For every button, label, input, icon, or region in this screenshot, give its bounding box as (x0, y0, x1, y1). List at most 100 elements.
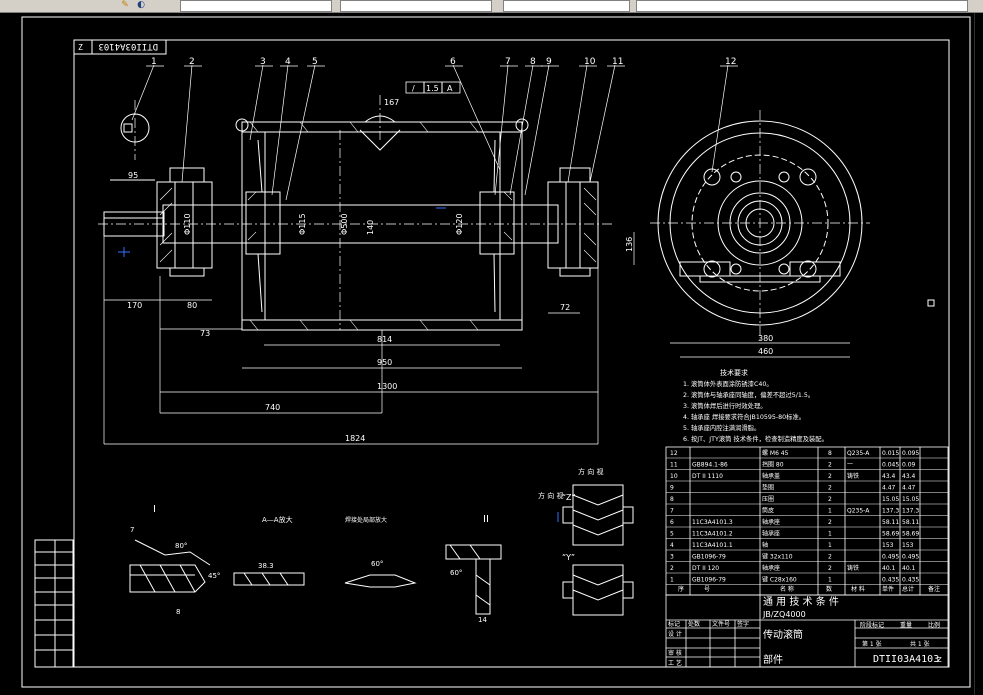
bom-cell: 挡圈 80 (762, 461, 784, 469)
bom-cell: GB1096-79 (692, 554, 726, 561)
tolerance-frame: / 1.5 A (405, 81, 461, 94)
bom-cell: 153 (902, 542, 914, 549)
bom-cell: 40.1 (882, 565, 896, 572)
toolbar-icon-a[interactable]: ✎ (121, 0, 129, 10)
balloon-11: 11 (612, 57, 623, 67)
toolbar-icon-b[interactable]: ◐ (137, 0, 145, 10)
grip-marker[interactable] (927, 299, 935, 307)
outer-frame (21, 16, 971, 688)
label-view-Y-title: 方 向 视 (538, 491, 563, 500)
bom-cell: 11C3A4101.2 (692, 531, 733, 538)
bom-cell: 垫圈 (762, 484, 774, 492)
bom-cell: Q235-A (847, 508, 870, 515)
label-weld: 焊接处局部放大 (345, 516, 387, 524)
dim-detail-60: 60° (371, 560, 383, 568)
dim-460: 460 (758, 347, 773, 356)
toolbar-dropdown-2[interactable] (340, 0, 492, 12)
toolbar-dropdown-1[interactable] (180, 0, 332, 12)
tb-col-mark: 标记 (668, 620, 680, 628)
dim-740: 740 (265, 403, 280, 412)
balloon-9: 9 (546, 57, 552, 67)
dim-detail-7: 7 (130, 526, 134, 534)
bom-cell: 58.11 (902, 519, 919, 526)
dim-detail-38: 38.3 (258, 562, 274, 570)
bom-cell: 11 (670, 462, 678, 469)
tb-col-sign: 签字 (737, 620, 749, 628)
toolbar-dropdown-4[interactable] (636, 0, 968, 12)
balloon-2: 2 (189, 57, 195, 67)
tb-stage-label: 阶段标记 (860, 621, 884, 629)
bom-cell: 轴承盖 (762, 472, 780, 480)
bom-cell: 4.47 (882, 485, 896, 492)
balloon-8: 8 (530, 57, 536, 67)
dim-110: Φ110 (183, 213, 192, 235)
stamp-corner: Z (78, 43, 83, 52)
bom-cell: 40.1 (902, 565, 916, 572)
label-view-Z-title: 方 向 视 (578, 467, 603, 476)
bom-h-unit: 单件 (882, 585, 894, 593)
bom-cell: 铸铁 (847, 564, 859, 572)
bom-h-seq: 序 (678, 585, 684, 593)
bom-h-qty: 数 (826, 585, 832, 593)
bom-h-no: 号 (704, 586, 710, 593)
tb-sheet: 第 1 张 (862, 640, 882, 648)
bom-cell: 1 (828, 542, 832, 549)
bom-cell: 11C3A4101.3 (692, 519, 733, 526)
shaft-keyed-end (103, 211, 165, 237)
keyway-section (110, 113, 155, 181)
dim-1824: 1824 (345, 434, 365, 443)
bom-cell: 螺 M6 45 (762, 449, 789, 457)
tb-part-type: 部件 (763, 653, 783, 666)
bom-cell: 0.015 (882, 450, 899, 457)
bom-cell: 58.11 (882, 519, 899, 526)
stamp-top: DTII03A4103 (98, 41, 158, 51)
svg-text:A: A (447, 84, 453, 93)
notes-title: 技术要求 (720, 368, 748, 377)
bom-cell: 0.045 (882, 462, 899, 469)
bom-cell: 1 (828, 577, 832, 584)
tb-scale-label: 比例 (928, 621, 940, 629)
label-detail-II: II (483, 514, 489, 525)
dim-detail-45: 45° (208, 572, 220, 580)
bom-cell: GB894.1-86 (692, 462, 728, 469)
balloon-7: 7 (505, 57, 511, 67)
bom-cell: 0.495 (882, 554, 899, 561)
bom-cell: 58.69 (902, 531, 919, 538)
bom-cell: 1 (828, 508, 832, 515)
note-2: 2. 滚筒体与轴承座同轴度，偏差不超过5/1.5。 (683, 390, 814, 399)
binding-column (34, 539, 74, 668)
toolbar-dropdown-3[interactable] (503, 0, 630, 12)
dim-1300: 1300 (377, 382, 397, 391)
bom-cell: 7 (670, 508, 674, 515)
bom-cell: 9 (670, 485, 674, 492)
tb-row-design: 设 计 (668, 630, 682, 638)
dim-72: 72 (560, 303, 570, 312)
dim-136: 136 (625, 237, 634, 252)
balloon-12: 12 (725, 57, 736, 67)
toolbar: ✎ ◐ (0, 0, 983, 13)
bom-cell: 2 (670, 565, 674, 572)
section-A-A (233, 572, 305, 586)
bom-cell: DT II 120 (692, 565, 719, 572)
bom-cell: 键 C28x160 (762, 576, 797, 584)
bom-cell: 43.4 (882, 473, 896, 480)
bom-cell: 137.3 (902, 508, 919, 515)
bom-cell: 3 (670, 554, 674, 561)
dim-140: 140 (366, 220, 375, 235)
bom-cell: 键 32x110 (762, 553, 793, 561)
bom-h-total: 总计 (902, 585, 914, 593)
bom-cell: 轴承座 (762, 518, 780, 526)
bom-h-name: 名 称 (780, 585, 794, 593)
drum-body (103, 115, 599, 331)
bom-cell: 2 (828, 473, 832, 480)
balloon-5: 5 (312, 57, 318, 67)
dim-detail-8: 8 (176, 608, 180, 616)
dim-95: 95 (128, 171, 138, 180)
vertical-scrollbar[interactable] (974, 13, 983, 695)
bom-cell: 1 (670, 577, 674, 584)
dim-detail-14: 14 (478, 616, 487, 624)
bom-cell: 12 (670, 450, 678, 457)
dim-detail-60b: 60° (450, 569, 462, 577)
inner-frame (73, 39, 950, 668)
